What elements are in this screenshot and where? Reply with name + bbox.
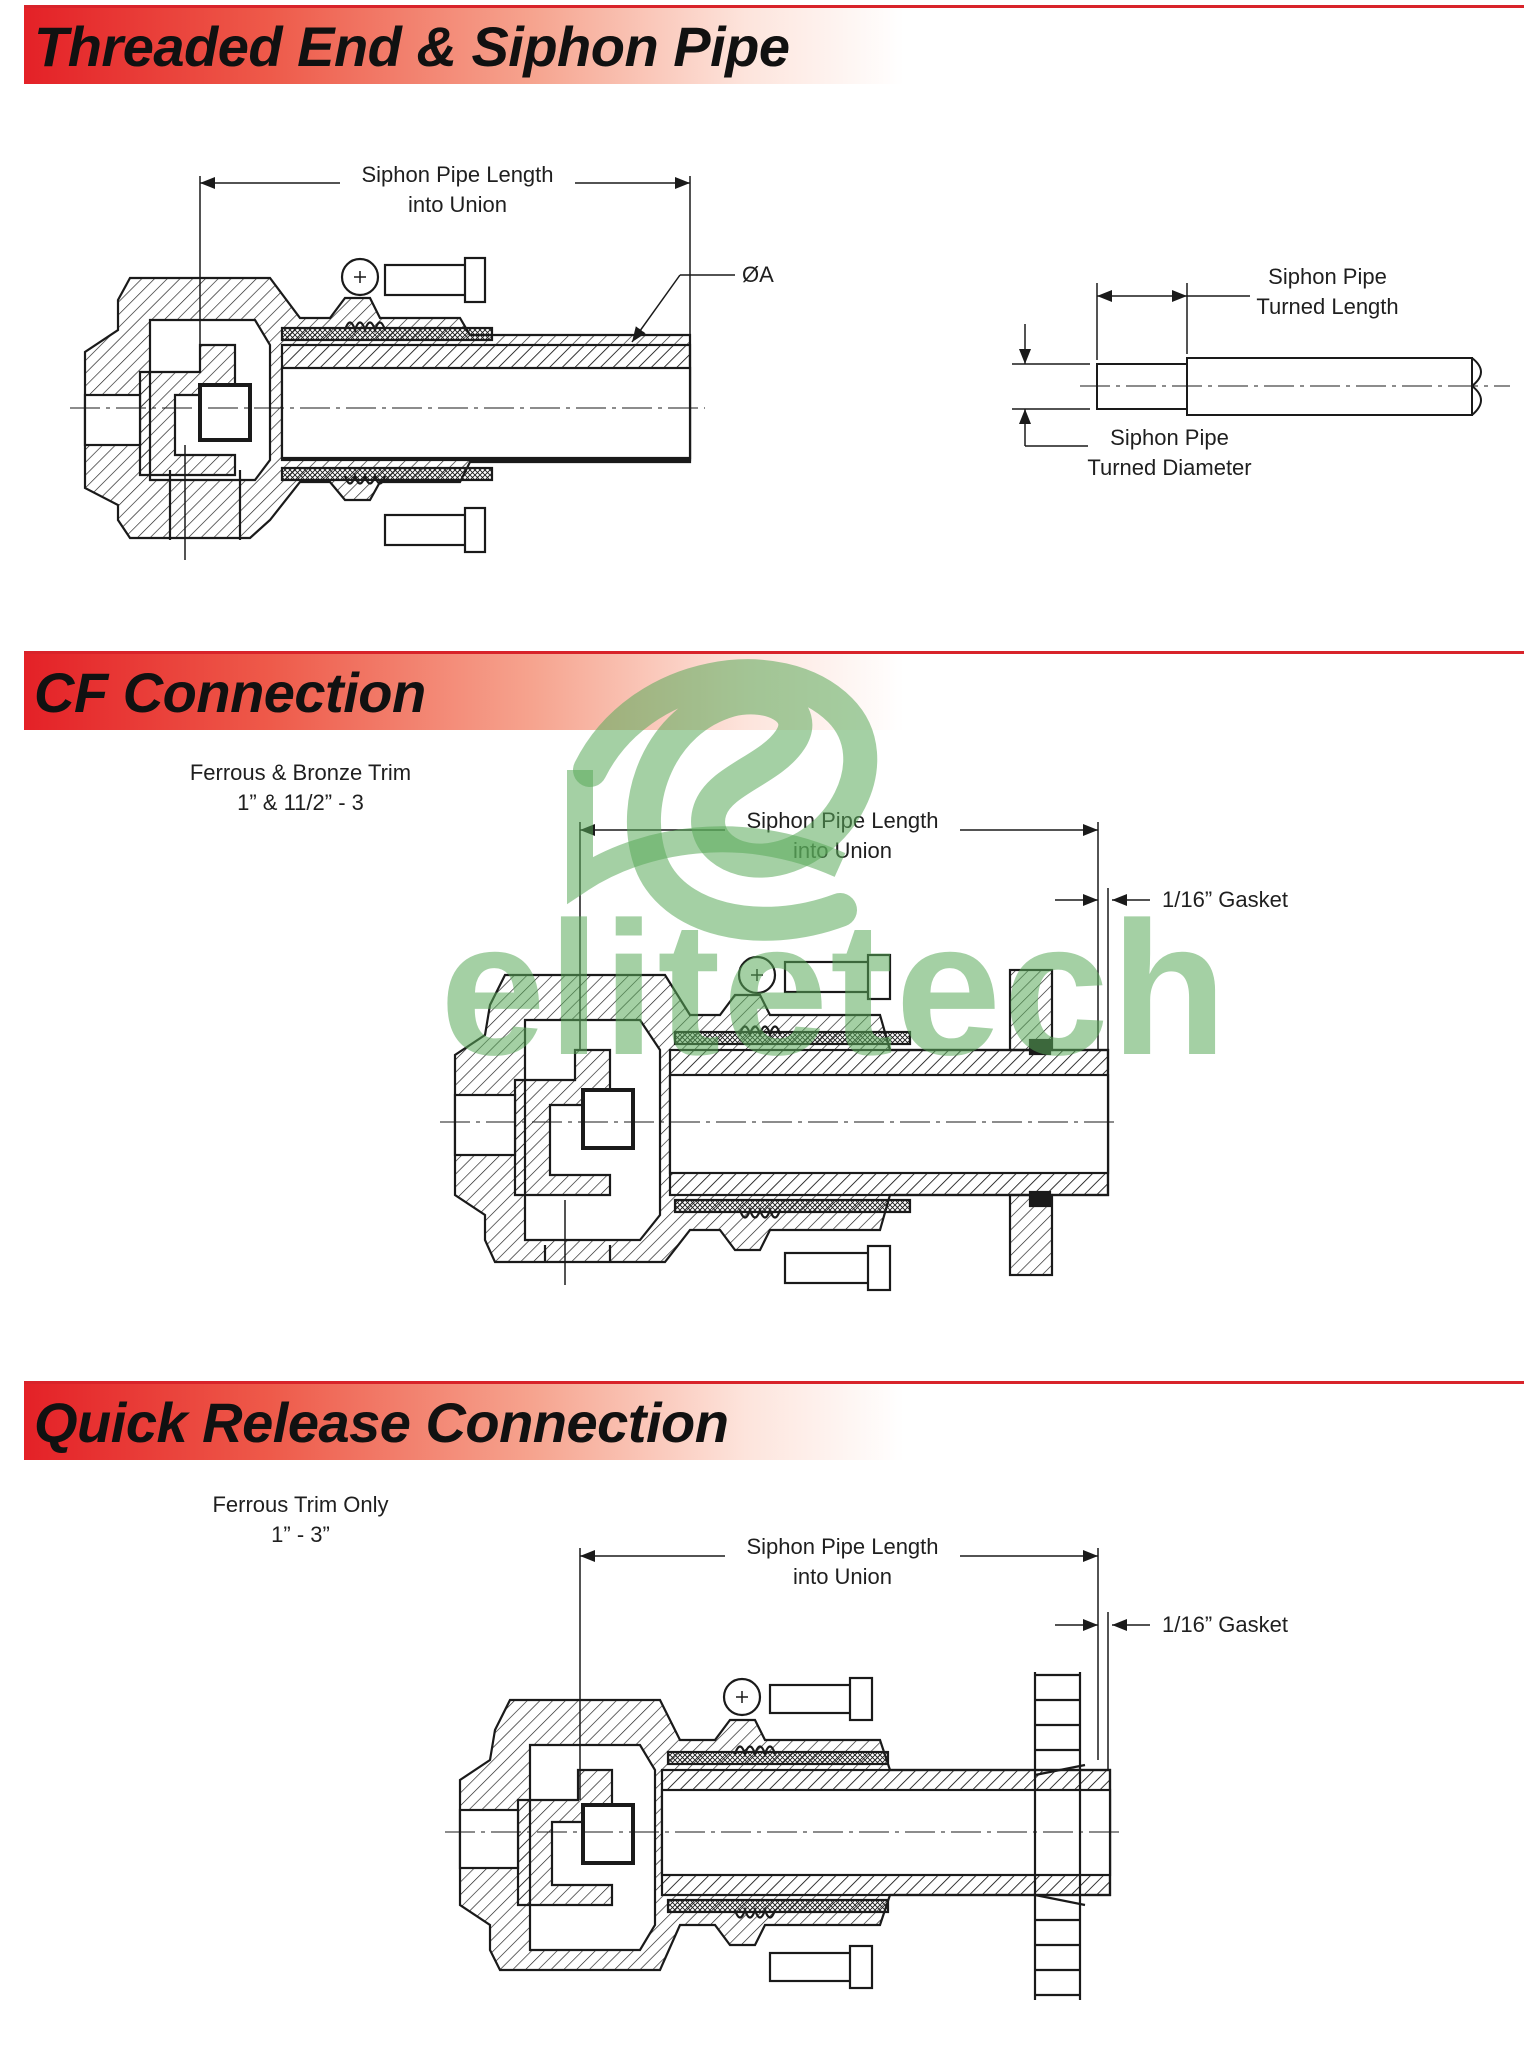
label-line: Turned Diameter: [1087, 455, 1252, 480]
label-gasket-quick-release: 1/16” Gasket: [1162, 1612, 1288, 1637]
note-line: 1” & 11/2” - 3: [237, 790, 364, 815]
label-line: Siphon Pipe: [1268, 264, 1387, 289]
note-quick-release-trim: Ferrous Trim Only 1” - 3”: [178, 1490, 423, 1550]
label-line: into Union: [407, 192, 508, 217]
section-rule-2: [24, 651, 1524, 654]
union-assembly-threaded: [70, 256, 705, 554]
siphon-pipe-turned-detail: [1012, 283, 1510, 447]
dimension-lines-threaded: [184, 176, 735, 560]
label-line: into Union: [792, 1564, 893, 1589]
label-line: Turned Length: [1256, 294, 1399, 319]
dimension-lines-quick-release: [579, 1548, 1150, 1800]
label-line: into Union: [792, 838, 893, 863]
label-line: Siphon Pipe Length: [361, 162, 554, 187]
note-line: Ferrous & Bronze Trim: [189, 760, 412, 785]
label-turned-diameter: Siphon Pipe Turned Diameter: [1072, 423, 1267, 483]
section-title-threaded: Threaded End & Siphon Pipe: [34, 15, 790, 78]
section-title-quick-release: Quick Release Connection: [34, 1391, 729, 1454]
union-assembly-quick-release: [445, 1672, 1125, 2000]
note-line: Ferrous Trim Only: [212, 1492, 389, 1517]
section-header-quick-release: Quick Release Connection: [24, 1384, 904, 1460]
union-assembly-cf: [440, 953, 1120, 1292]
label-gasket-cf: 1/16” Gasket: [1162, 887, 1288, 912]
note-cf-trim: Ferrous & Bronze Trim 1” & 11/2” - 3: [168, 758, 433, 818]
section-rule-1: [24, 5, 1524, 8]
section-title-cf: CF Connection: [34, 661, 426, 724]
section-header-threaded: Threaded End & Siphon Pipe: [24, 8, 904, 84]
note-line: 1” - 3”: [271, 1522, 330, 1547]
label-line: Siphon Pipe Length: [746, 808, 939, 833]
label-siphon-length-threaded: Siphon Pipe Length into Union: [340, 160, 575, 220]
label-line: Siphon Pipe: [1110, 425, 1229, 450]
section-rule-3: [24, 1381, 1524, 1384]
label-line: Siphon Pipe Length: [746, 1534, 939, 1559]
label-siphon-length-cf: Siphon Pipe Length into Union: [725, 806, 960, 866]
label-turned-length: Siphon Pipe Turned Length: [1235, 262, 1420, 322]
label-siphon-length-quick-release: Siphon Pipe Length into Union: [725, 1532, 960, 1592]
label-diameter-a: ØA: [742, 262, 774, 287]
